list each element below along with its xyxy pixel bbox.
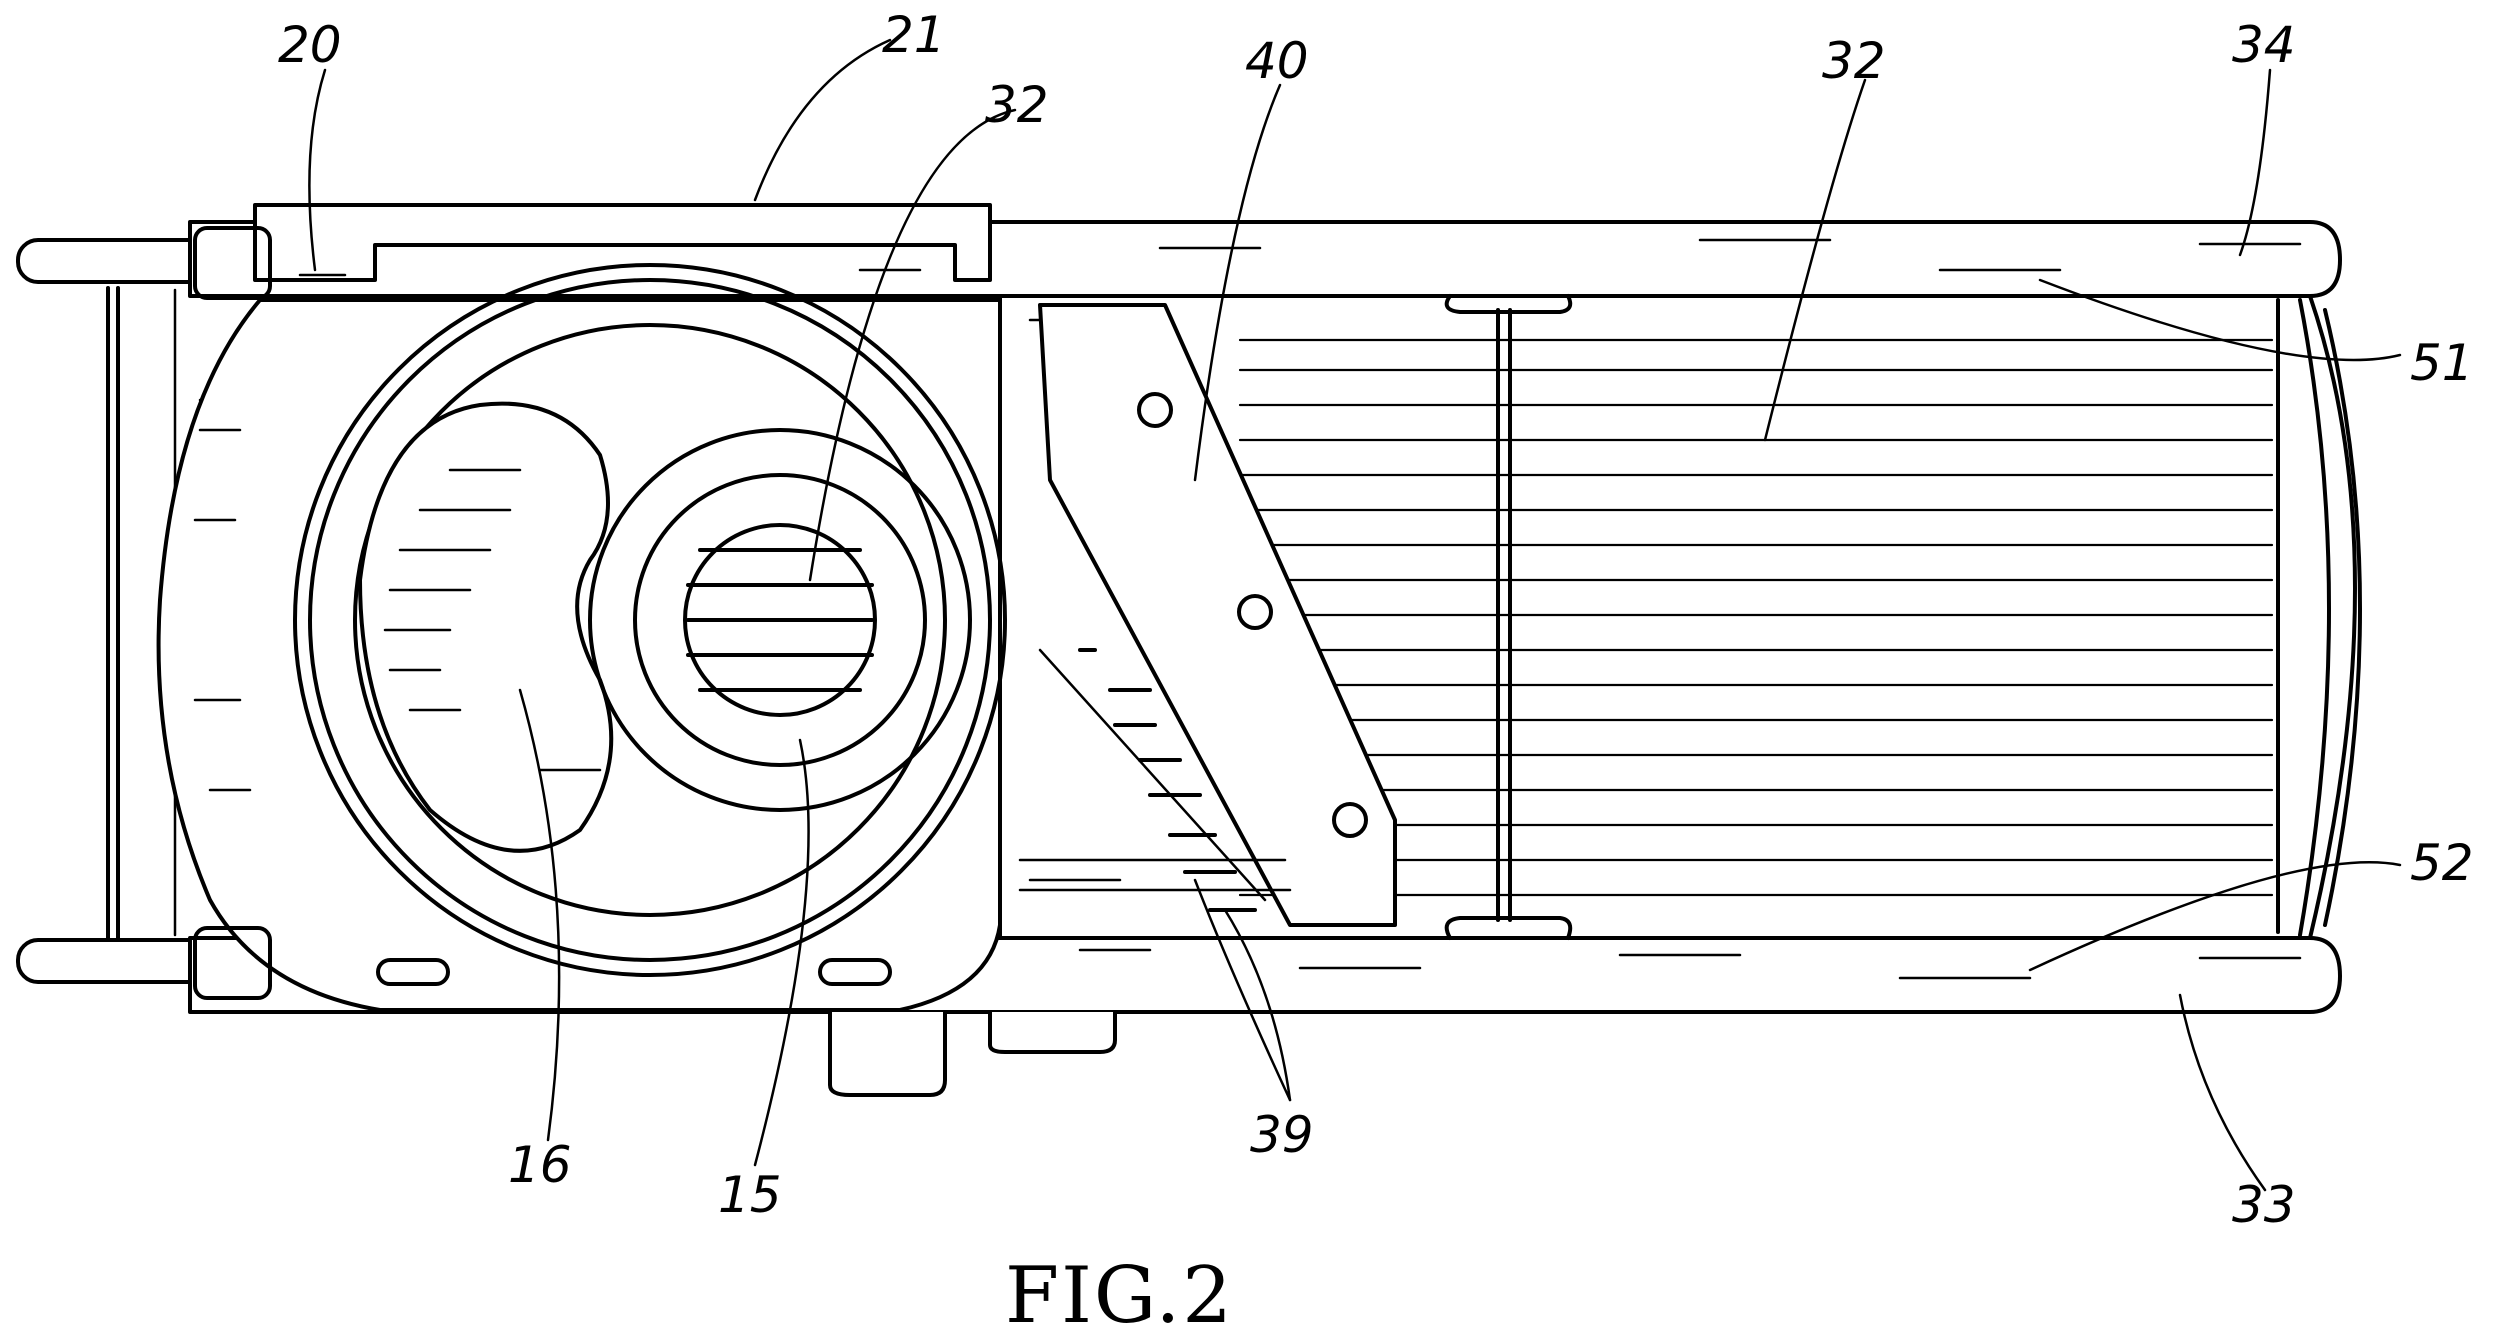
label-21: 21 [882, 6, 946, 64]
label-39: 39 [1250, 1106, 1314, 1164]
label-33: 33 [2232, 1176, 2296, 1234]
label-40: 40 [1245, 32, 1309, 90]
label-32-left: 32 [985, 76, 1049, 134]
label-32-right: 32 [1822, 32, 1886, 90]
label-51: 51 [2410, 334, 2474, 392]
label-52: 52 [2410, 834, 2474, 892]
label-34: 34 [2232, 16, 2296, 74]
pusher-housing [159, 205, 1115, 1095]
label-16: 16 [508, 1136, 572, 1194]
label-20: 20 [278, 16, 342, 74]
label-15: 15 [718, 1166, 782, 1224]
figure-caption: FIG.2 [1005, 1251, 1234, 1333]
